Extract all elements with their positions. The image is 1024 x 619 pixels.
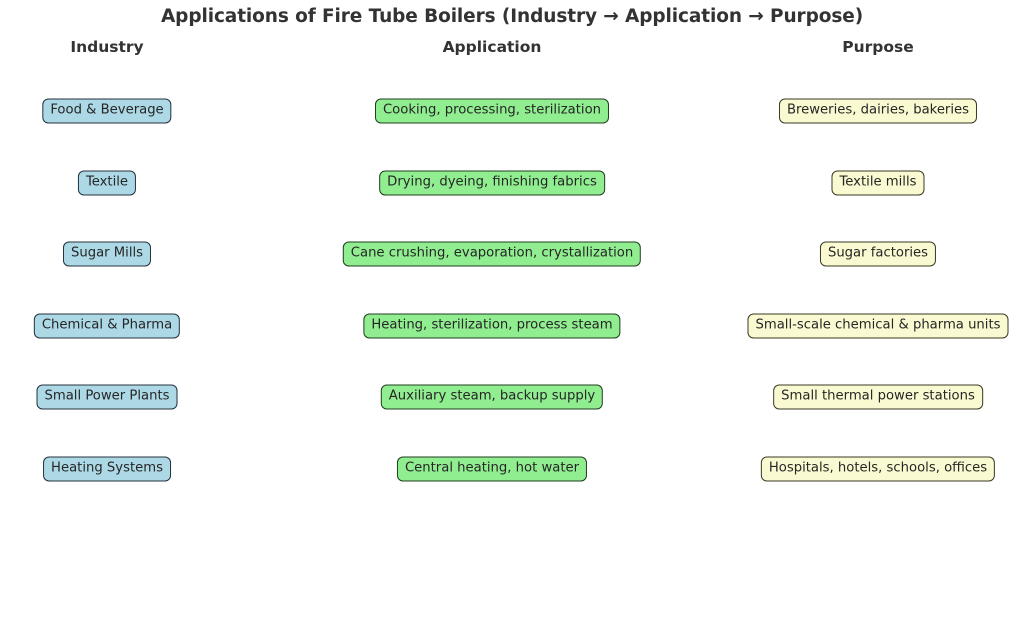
node-application[interactable]: Drying, dyeing, finishing fabrics	[379, 170, 605, 195]
node-purpose[interactable]: Sugar factories	[819, 241, 937, 267]
page-title: Applications of Fire Tube Boilers (Indus…	[160, 6, 864, 27]
node-purpose[interactable]: Small-scale chemical & pharma units	[747, 313, 1009, 338]
column-header-purpose: Purpose	[842, 38, 914, 56]
node-industry[interactable]: Chemical & Pharma	[33, 313, 181, 338]
node-application[interactable]: Cane crushing, evaporation, crystallizat…	[342, 241, 642, 267]
node-application[interactable]: Heating, sterilization, process steam	[363, 313, 621, 338]
node-purpose[interactable]: Breweries, dairies, bakeries	[778, 98, 978, 124]
node-industry[interactable]: Food & Beverage	[42, 98, 172, 124]
node-purpose[interactable]: Textile mills	[831, 170, 925, 195]
node-application[interactable]: Auxiliary steam, backup supply	[380, 384, 604, 410]
column-header-application: Application	[442, 38, 542, 56]
node-industry[interactable]: Textile	[77, 170, 137, 195]
node-application[interactable]: Central heating, hot water	[396, 456, 588, 482]
node-industry[interactable]: Heating Systems	[43, 456, 171, 482]
node-application[interactable]: Cooking, processing, sterilization	[374, 98, 610, 124]
node-purpose[interactable]: Hospitals, hotels, schools, offices	[760, 456, 996, 482]
node-industry[interactable]: Sugar Mills	[62, 241, 152, 267]
column-header-industry: Industry	[70, 38, 144, 56]
node-purpose[interactable]: Small thermal power stations	[773, 384, 983, 410]
column-header-row: Industry Application Purpose	[0, 38, 1024, 60]
node-industry[interactable]: Small Power Plants	[36, 384, 178, 410]
